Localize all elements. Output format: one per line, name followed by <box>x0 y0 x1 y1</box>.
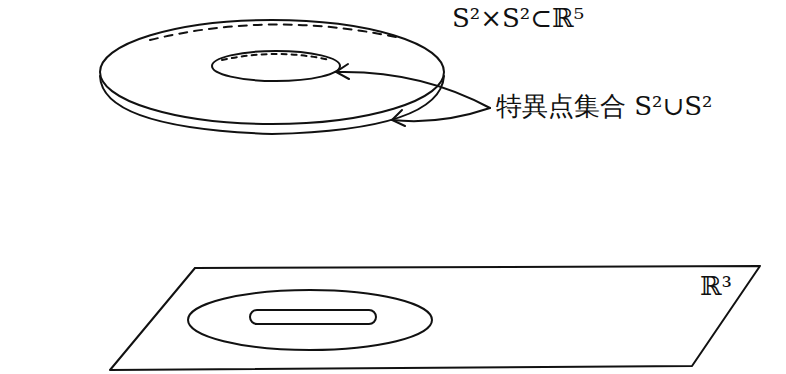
leader-line <box>336 72 490 108</box>
torus-lower-edge <box>100 76 444 134</box>
space-label: ℝ³ <box>700 272 732 301</box>
projection-outer <box>188 290 432 350</box>
torus-hole <box>212 51 340 81</box>
leader-arrowhead <box>336 64 349 79</box>
torus-hole-inner <box>222 54 330 60</box>
torus-outer-rim <box>100 20 444 124</box>
leader-line <box>392 108 490 121</box>
singular-set-label: 特異点集合 S²∪S² <box>496 92 713 121</box>
leader-arrowhead <box>392 110 405 126</box>
plane-outline <box>110 266 760 370</box>
projection-inner <box>250 310 376 324</box>
space-label: S²×S²⊂ℝ⁵ <box>452 4 584 33</box>
torus-hidden-rim <box>150 24 400 40</box>
